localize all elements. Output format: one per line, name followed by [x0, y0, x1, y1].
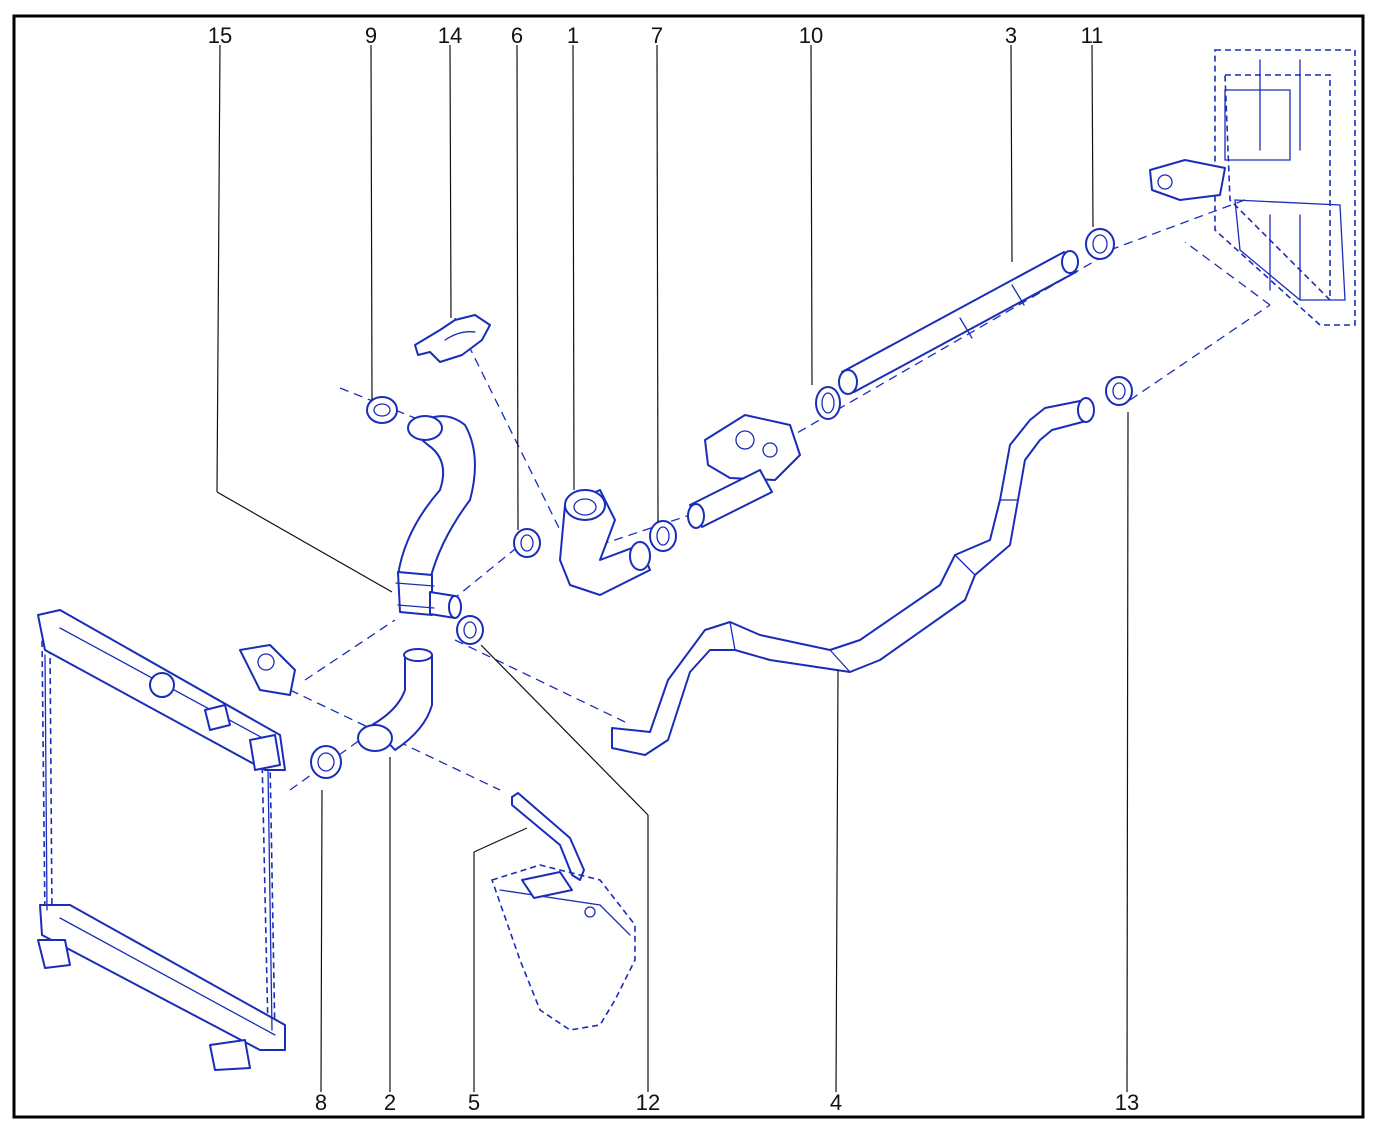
callout-3: 3 [1005, 23, 1017, 48]
part-6-clamp [513, 528, 541, 558]
callout-15: 15 [208, 23, 232, 48]
part-8-clamp [310, 745, 342, 779]
part-4-long-hose [611, 397, 1095, 756]
part-15-upper-hose [395, 415, 476, 619]
callout-numbers: 15 9 14 6 1 7 10 3 11 8 2 5 12 4 13 [208, 23, 1139, 1115]
valve-housing [687, 414, 801, 529]
callout-1: 1 [567, 23, 579, 48]
diagram-frame [12, 14, 1365, 1119]
leader-lines [216, 44, 1129, 1093]
callout-5: 5 [468, 1090, 480, 1115]
part-7-clamp [649, 520, 677, 552]
expansion-tank [490, 864, 636, 1031]
callout-4: 4 [830, 1090, 842, 1115]
callout-13: 13 [1115, 1090, 1139, 1115]
part-1-elbow-hose [559, 489, 651, 596]
part-2-lower-hose [357, 648, 433, 752]
callout-12: 12 [636, 1090, 660, 1115]
part-14-clip [414, 314, 491, 363]
callout-9: 9 [365, 23, 377, 48]
engine-block [1149, 49, 1356, 326]
part-13-clamp [1105, 376, 1133, 406]
part-3-hose [838, 250, 1079, 395]
callout-10: 10 [799, 23, 823, 48]
callout-8: 8 [315, 1090, 327, 1115]
part-10-clamp [815, 386, 841, 420]
callout-14: 14 [438, 23, 462, 48]
callout-7: 7 [651, 23, 663, 48]
radiator [37, 609, 296, 1071]
part-5-breather-hose [511, 792, 585, 881]
part-9-clamp [366, 396, 398, 424]
callout-11: 11 [1081, 23, 1104, 48]
part-12-clamp [456, 615, 484, 645]
callout-6: 6 [511, 23, 523, 48]
part-11-clamp [1085, 228, 1115, 260]
callout-2: 2 [384, 1090, 396, 1115]
